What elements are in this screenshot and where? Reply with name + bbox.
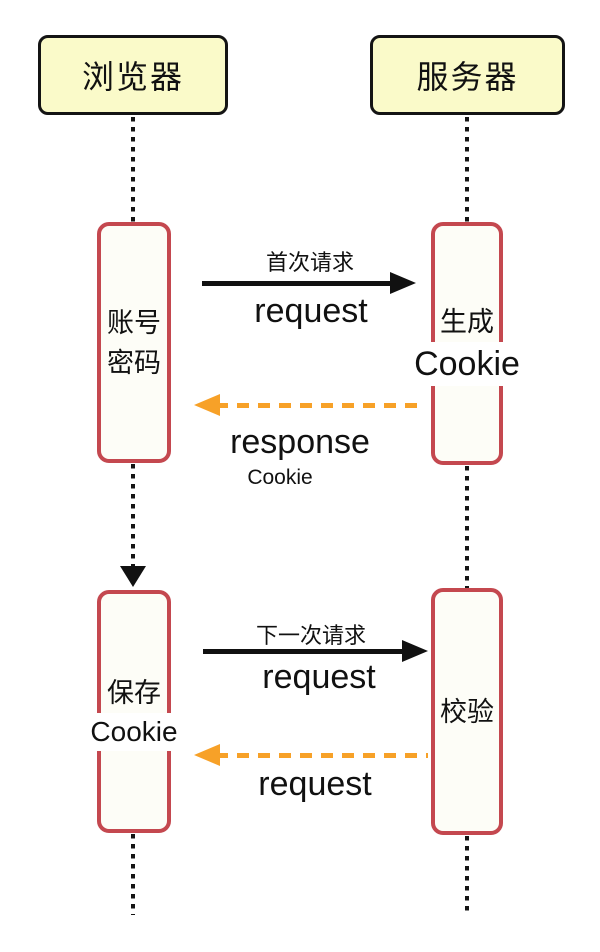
activation-text: 保存 bbox=[107, 677, 161, 708]
actor-box-server: 服务器 bbox=[370, 35, 565, 115]
lifeline-browser-segment-3 bbox=[131, 834, 135, 915]
activation-text: 生成 bbox=[440, 306, 494, 337]
activation-box-generate-cookie: 生成 Cookie bbox=[411, 222, 523, 465]
message1-title: 首次请求 bbox=[265, 250, 354, 275]
activation-text: 校验 bbox=[440, 696, 494, 727]
message2-sublabel: Cookie bbox=[247, 466, 313, 489]
message1-arrow-line bbox=[202, 281, 396, 286]
activation-text: Cookie bbox=[87, 712, 181, 751]
lifeline-server-segment-2 bbox=[465, 466, 469, 588]
arrowhead-down-icon bbox=[120, 566, 146, 587]
actor-label-browser: 浏览器 bbox=[81, 59, 184, 95]
message3-arrow-line bbox=[203, 649, 407, 654]
message1-label: request bbox=[254, 292, 368, 330]
message4-arrowhead-left-icon bbox=[194, 744, 220, 766]
lifeline-browser-segment-1 bbox=[131, 117, 135, 222]
activation-box-save-cookie: 保存 Cookie bbox=[87, 590, 181, 833]
lifeline-server-segment-1 bbox=[465, 117, 469, 222]
message4-label: request bbox=[258, 765, 372, 803]
message3-title: 下一次请求 bbox=[255, 623, 366, 648]
message1-arrowhead-right-icon bbox=[390, 272, 416, 294]
actor-label-server: 服务器 bbox=[416, 59, 519, 95]
message4-arrow-line bbox=[216, 753, 428, 758]
activation-text: 密码 bbox=[107, 347, 161, 378]
activation-box-verify: 校验 bbox=[431, 588, 503, 835]
message2-label: response bbox=[230, 423, 370, 461]
lifeline-server-segment-3 bbox=[465, 836, 469, 914]
message3-arrowhead-right-icon bbox=[402, 640, 428, 662]
activation-box-credentials: 账号 密码 bbox=[97, 222, 171, 463]
actor-box-browser: 浏览器 bbox=[38, 35, 228, 115]
lifeline-browser-segment-2 bbox=[131, 464, 135, 566]
message2-arrow-line bbox=[216, 403, 420, 408]
message2-arrowhead-left-icon bbox=[194, 394, 220, 416]
activation-text: Cookie bbox=[411, 341, 523, 386]
activation-text: 账号 bbox=[107, 307, 161, 338]
message3-label: request bbox=[262, 658, 376, 696]
